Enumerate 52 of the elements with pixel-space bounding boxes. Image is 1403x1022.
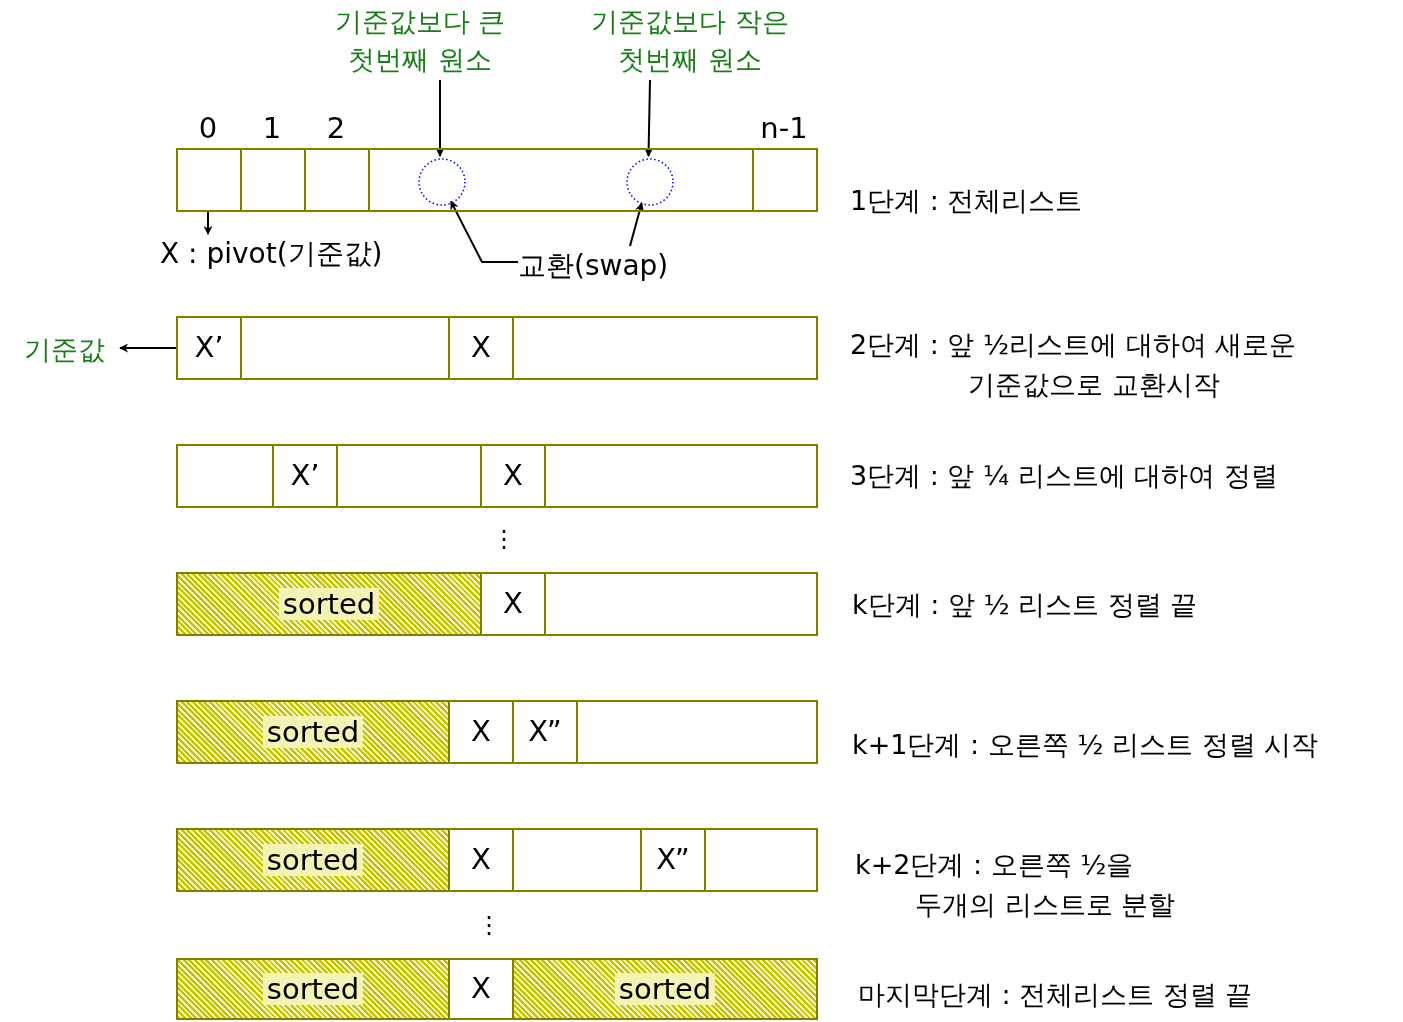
array-cell — [176, 444, 274, 508]
index-label: 1 — [262, 111, 282, 145]
step-description: 마지막단계 : 전체리스트 정렬 끝 — [858, 978, 1254, 1012]
array-cell — [512, 316, 818, 380]
arrow — [203, 211, 213, 235]
array-cell: X — [480, 444, 546, 508]
arrow — [629, 202, 644, 247]
array-cell: X — [448, 828, 514, 892]
arrow — [644, 79, 654, 157]
arrow — [435, 79, 445, 157]
sorted-cell: sorted — [512, 958, 818, 1020]
annotation-text: 기준값보다 작은 첫번째 원소 — [560, 2, 820, 80]
annotation-text: 기준값보다 큰 첫번째 원소 — [300, 2, 540, 80]
step-description: k단계 : 앞 ½ 리스트 정렬 끝 — [852, 588, 1199, 622]
array-cell — [368, 148, 754, 212]
ellipsis-dots: ⋮ — [477, 910, 497, 940]
array-cell — [240, 148, 306, 212]
array-cell — [544, 572, 818, 636]
index-label: n-1 — [760, 111, 808, 145]
step-description: k+1단계 : 오른쪽 ½ 리스트 정렬 시작 — [852, 728, 1320, 762]
array-cell — [512, 828, 642, 892]
arrow — [449, 200, 519, 263]
array-cell: X” — [512, 700, 578, 764]
annotation-text: 기준값 — [8, 330, 120, 370]
annotation-text: X : pivot(기준값) — [160, 234, 432, 274]
array-cell: X’ — [176, 316, 242, 380]
step-description: 2단계 : 앞 ½리스트에 대하여 새로운 기준값으로 교환시작 — [850, 328, 1298, 402]
step-description: 1단계 : 전체리스트 — [850, 184, 1084, 218]
array-cell: X — [480, 572, 546, 636]
array-cell — [336, 444, 482, 508]
array-cell — [704, 828, 818, 892]
sorted-cell: sorted — [176, 958, 450, 1020]
array-cell — [304, 148, 370, 212]
array-cell: X — [448, 316, 514, 380]
step-description: k+2단계 : 오른쪽 ½을 두개의 리스트로 분할 — [855, 848, 1177, 922]
sorted-cell: sorted — [176, 828, 450, 892]
array-cell — [176, 148, 242, 212]
array-cell: X” — [640, 828, 706, 892]
step-description: 3단계 : 앞 ¼ 리스트에 대하여 정렬 — [850, 459, 1279, 493]
index-label: 2 — [326, 111, 346, 145]
index-label: 0 — [198, 111, 218, 145]
ellipsis-dots: ⋮ — [492, 524, 512, 554]
array-cell: X — [448, 700, 514, 764]
arrow — [119, 343, 177, 353]
annotation-text: 교환(swap) — [518, 246, 694, 286]
sorted-cell: sorted — [176, 572, 482, 636]
array-cell — [544, 444, 818, 508]
sorted-cell: sorted — [176, 700, 450, 764]
array-cell — [240, 316, 450, 380]
array-cell — [576, 700, 818, 764]
array-cell: X’ — [272, 444, 338, 508]
array-cell — [752, 148, 818, 212]
